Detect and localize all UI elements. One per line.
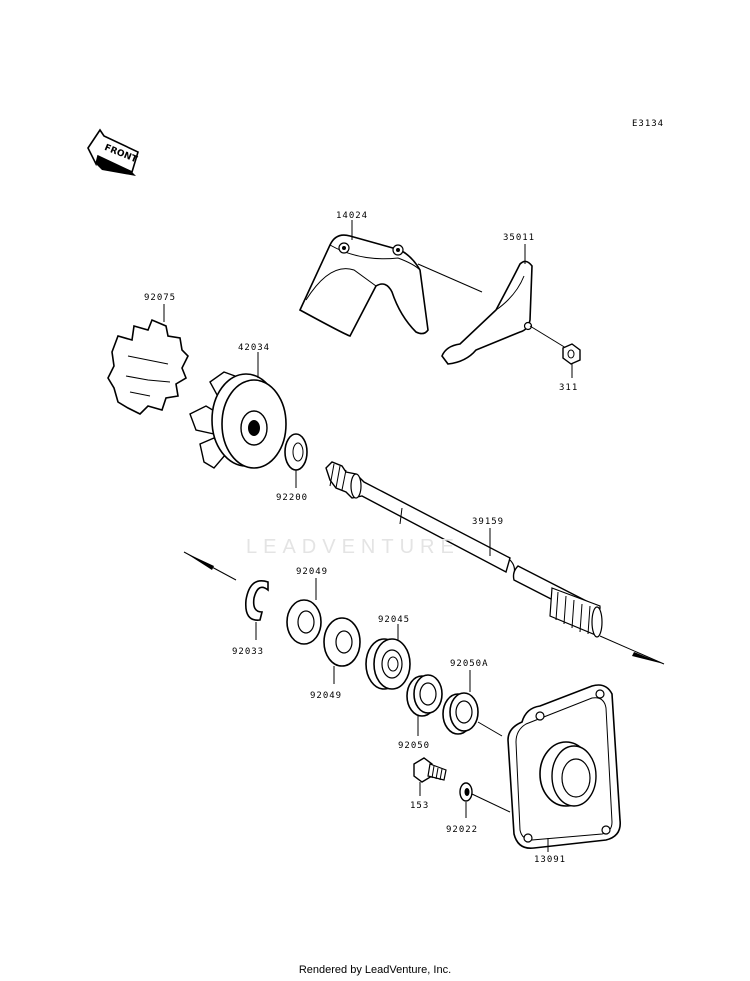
- label-92045: 92045: [378, 615, 410, 625]
- part-92045-bearing[interactable]: [365, 638, 411, 690]
- part-92049-washer-upper[interactable]: [286, 599, 322, 645]
- part-92033-circlip[interactable]: [244, 580, 269, 621]
- label-92075: 92075: [144, 293, 176, 303]
- diagram-code: E3134: [632, 119, 664, 129]
- label-13091: 13091: [534, 855, 566, 865]
- label-42034: 42034: [238, 343, 270, 353]
- label-92049-lower: 92049: [310, 691, 342, 701]
- front-arrow-icon: FRONT: [87, 128, 139, 176]
- label-92200: 92200: [276, 493, 308, 503]
- part-92022-washer[interactable]: [459, 782, 473, 802]
- label-92050: 92050: [398, 741, 430, 751]
- part-39159-drive-shaft[interactable]: [325, 461, 603, 638]
- label-153: 153: [410, 801, 429, 811]
- footer-credit: Rendered by LeadVenture, Inc.: [298, 964, 452, 976]
- label-14024: 14024: [336, 211, 368, 221]
- label-311: 311: [559, 383, 578, 393]
- part-92050a-seal[interactable]: [442, 692, 479, 735]
- part-92049-washer-lower[interactable]: [323, 617, 361, 667]
- label-92033: 92033: [232, 647, 264, 657]
- label-39159: 39159: [472, 517, 504, 527]
- part-42034-impeller[interactable]: [189, 371, 287, 469]
- part-153-bolt[interactable]: [413, 757, 447, 783]
- label-92050a: 92050A: [450, 659, 489, 669]
- part-13091-plate[interactable]: [507, 684, 622, 850]
- part-35011-bracket[interactable]: [441, 260, 533, 365]
- part-92050-seal[interactable]: [406, 674, 443, 717]
- watermark: LEADVENTURE: [246, 536, 460, 558]
- part-92200-washer[interactable]: [284, 433, 308, 471]
- part-311-nut[interactable]: [562, 343, 581, 365]
- part-92075-damper[interactable]: [107, 318, 189, 415]
- part-14024-cover[interactable]: [298, 234, 429, 337]
- label-92049-upper: 92049: [296, 567, 328, 577]
- label-35011: 35011: [503, 233, 535, 243]
- label-92022: 92022: [446, 825, 478, 835]
